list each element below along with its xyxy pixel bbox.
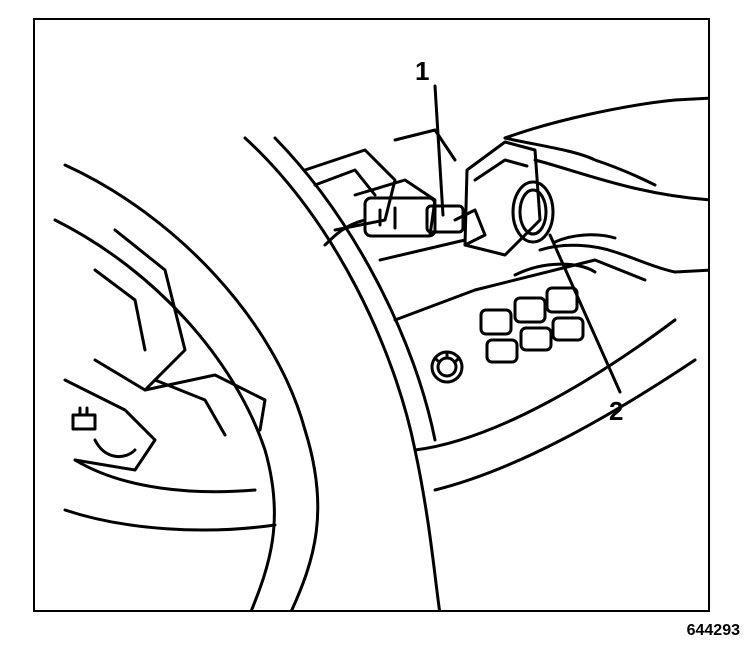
callout-2-leader — [548, 233, 622, 394]
illustration-frame: 1 2 — [33, 18, 710, 612]
rotary-knob — [430, 350, 464, 384]
callout-1-leader — [433, 84, 445, 217]
callout-1-label: 1 — [415, 56, 430, 86]
hand — [503, 96, 708, 277]
ignition-switch-housing — [453, 140, 555, 257]
steering-column-parts — [63, 228, 267, 472]
switch-bank — [479, 286, 585, 364]
steering-wheel-rim — [53, 163, 320, 610]
illustration-svg — [53, 84, 708, 610]
instrument-panel-edge — [243, 136, 697, 610]
figure-number: 644293 — [686, 622, 740, 639]
callout-2-label: 2 — [609, 396, 624, 426]
electrical-connector — [323, 196, 465, 247]
mounting-bracket — [303, 128, 457, 237]
